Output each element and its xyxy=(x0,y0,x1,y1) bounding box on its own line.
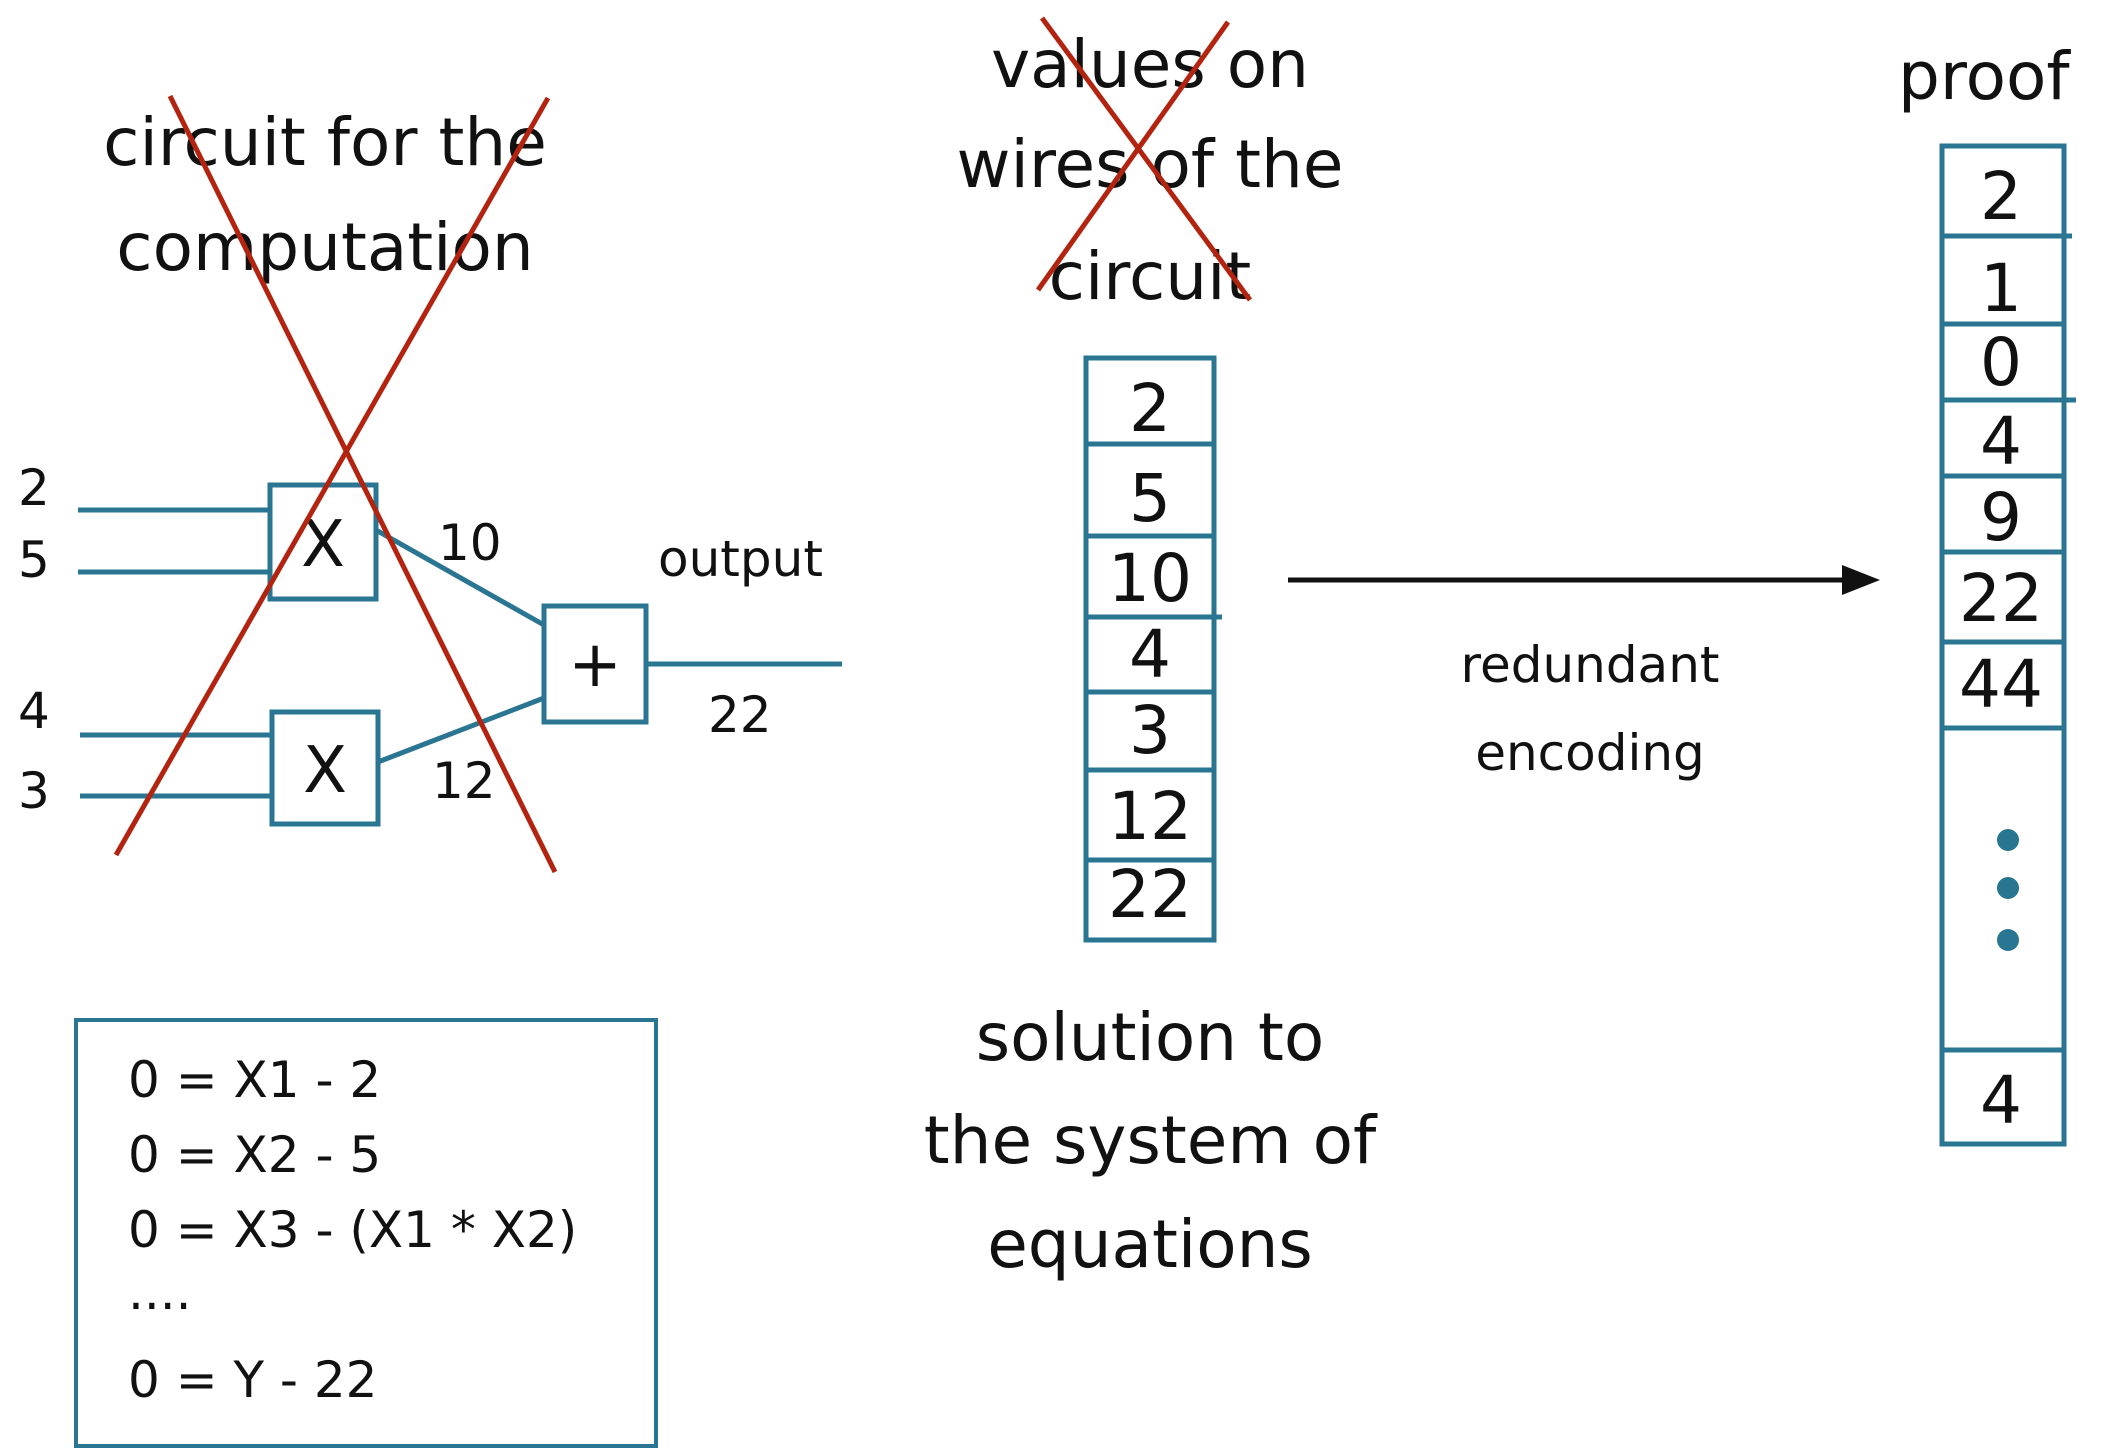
proof-ellipsis-dots xyxy=(1997,829,2019,951)
encoding-label-line-2: encoding xyxy=(1475,724,1705,782)
proof-cell-5: 9 xyxy=(1980,479,2022,556)
proof-title: proof xyxy=(1898,38,2070,115)
wire-values-title-line-1: values on xyxy=(991,26,1309,103)
input-label-2: 2 xyxy=(18,459,50,517)
equation-5: 0 = Y - 22 xyxy=(128,1351,378,1409)
multiply-gate-2-label: X xyxy=(303,734,347,808)
circuit-title-line-1: circuit for the xyxy=(103,104,547,181)
solution-vector-dividers xyxy=(1086,441,1222,863)
solution-cell-4: 4 xyxy=(1129,616,1171,693)
equations-box: 0 = X1 - 2 0 = X2 - 5 0 = X3 - (X1 * X2)… xyxy=(74,1018,658,1448)
output-label: output xyxy=(658,530,823,588)
equation-3: 0 = X3 - (X1 * X2) xyxy=(128,1201,578,1259)
solution-vector-box xyxy=(1083,355,1217,943)
add-gate-label: + xyxy=(568,628,622,702)
wire-values-cross-out xyxy=(1035,16,1253,302)
solution-caption-line-3: equations xyxy=(987,1206,1313,1283)
wire-value-12: 12 xyxy=(432,752,496,810)
solution-cell-2: 5 xyxy=(1129,460,1171,537)
equation-1: 0 = X1 - 2 xyxy=(128,1051,382,1109)
proof-cell-2: 1 xyxy=(1980,250,2022,327)
proof-cell-last: 4 xyxy=(1980,1062,2022,1139)
multiply-gate-2 xyxy=(269,709,381,827)
proof-cell-6: 22 xyxy=(1959,560,2043,637)
proof-cell-1: 2 xyxy=(1980,158,2022,235)
encoding-arrow xyxy=(1288,565,1880,595)
proof-vector-box xyxy=(1939,143,2067,1147)
output-value: 22 xyxy=(708,686,772,744)
circuit-cross-out xyxy=(113,94,558,874)
equation-ellipsis: .... xyxy=(128,1263,192,1321)
solution-cell-5: 3 xyxy=(1129,692,1171,769)
solution-cell-7: 22 xyxy=(1108,856,1192,933)
solution-caption-line-2: the system of xyxy=(923,1102,1377,1179)
encoding-label-line-1: redundant xyxy=(1460,636,1720,694)
input-label-4: 4 xyxy=(18,682,50,740)
add-gate xyxy=(541,603,649,725)
proof-vector-dividers xyxy=(1942,233,2076,1053)
wire-value-10: 10 xyxy=(438,514,502,572)
solution-cell-3: 10 xyxy=(1108,540,1192,617)
solution-cell-6: 12 xyxy=(1108,778,1192,855)
proof-cell-4: 4 xyxy=(1980,403,2022,480)
input-label-5: 5 xyxy=(18,531,50,589)
solution-caption-line-1: solution to xyxy=(975,999,1325,1076)
proof-cell-3: 0 xyxy=(1980,324,2022,401)
circuit-wires xyxy=(78,507,842,799)
multiply-gate-1 xyxy=(267,482,379,602)
proof-cell-7: 44 xyxy=(1959,646,2043,723)
input-label-3: 3 xyxy=(18,762,50,820)
solution-cell-1: 2 xyxy=(1129,370,1171,447)
equation-2: 0 = X2 - 5 xyxy=(128,1126,382,1184)
